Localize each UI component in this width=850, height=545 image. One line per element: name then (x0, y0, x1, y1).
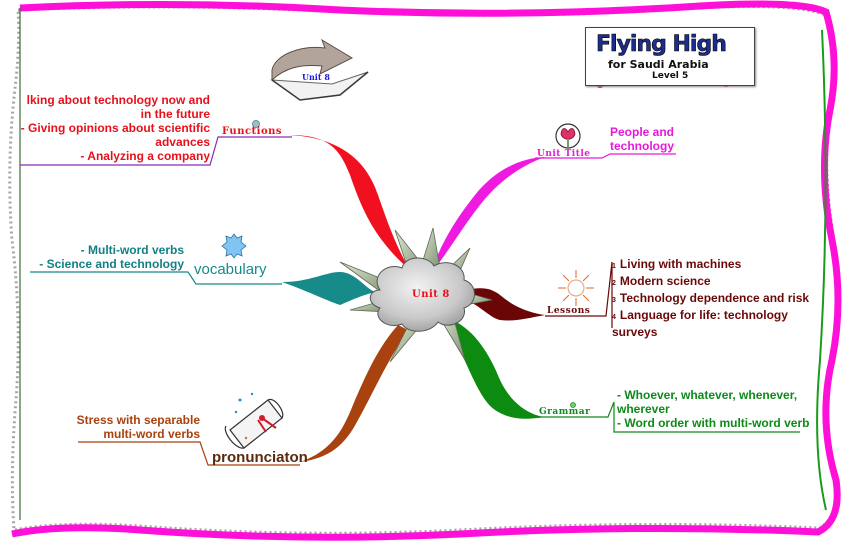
pronunciation-item: multi-word verbs (103, 427, 200, 441)
lessons-branch-ribbon (462, 288, 545, 321)
center-label: Unit 8 (412, 289, 450, 300)
unit-title-items: People and technology (610, 125, 730, 153)
unit-title-label: Unit Title (537, 149, 591, 159)
vocabulary-label: vocabulary (194, 261, 267, 278)
logo-title: Flying High (596, 32, 727, 58)
functions-item: advances (155, 135, 210, 149)
vocabulary-underline (30, 271, 282, 285)
grammar-dot-icon (570, 402, 576, 408)
vocabulary-items: - Multi-word verbs - Science and technol… (20, 243, 184, 271)
unit-title-flower-icon (555, 123, 581, 149)
vocabulary-item: - Multi-word verbs (80, 243, 184, 257)
grammar-branch-ribbon (452, 320, 545, 419)
unit-title-branch-ribbon (430, 157, 545, 275)
functions-underline (20, 136, 292, 166)
unit-title-item: technology (610, 139, 675, 153)
pronunciation-branch-ribbon (300, 325, 408, 462)
grammar-label: Grammar (539, 407, 591, 417)
grammar-items: - Whoever, whatever, whenever, wherever … (617, 388, 809, 430)
functions-item: lking about technology now and (26, 93, 210, 107)
unit-header-icon (270, 38, 369, 101)
lesson-item: surveys (612, 325, 658, 339)
grammar-item: wherever (617, 402, 670, 416)
right-edge-line (816, 29, 827, 511)
functions-item: - Giving opinions about scientific (20, 121, 210, 135)
unit-title-underline (535, 153, 676, 159)
unit-title-item: People and (610, 125, 675, 139)
functions-branch-ribbon (290, 135, 410, 270)
flying-high-logo: Flying High for Saudi Arabia Level 5 (585, 27, 755, 86)
pronunciation-scroll-icon (224, 392, 284, 449)
functions-label: Functions (222, 126, 283, 137)
pronunciation-label: pronunciaton (212, 449, 308, 466)
grammar-item: - Word order with multi-word verbs (617, 416, 809, 430)
lessons-underline (545, 261, 613, 328)
grammar-item: - Whoever, whatever, whenever, (617, 388, 798, 402)
lessons-label: Lessons (547, 306, 591, 316)
unit-header-label: Unit 8 (302, 72, 330, 82)
vocabulary-item: - Science and technology (39, 257, 184, 271)
functions-item: - Analyzing a company (80, 149, 210, 163)
page-frame (11, 0, 842, 541)
center-burst-icon (339, 227, 493, 363)
pronunciation-underline (78, 441, 300, 466)
functions-dot-icon (252, 120, 260, 128)
logo-subtitle: for Saudi Arabia (608, 58, 709, 71)
functions-item: in the future (140, 107, 210, 121)
pronunciation-item: Stress with separable (76, 413, 200, 427)
logo-level: Level 5 (652, 71, 689, 81)
vocabulary-branch-ribbon (282, 272, 375, 305)
pronunciation-items: Stress with separable multi-word verbs (60, 413, 200, 441)
lessons-burst-icon (558, 270, 594, 306)
grammar-underline (538, 401, 800, 433)
functions-items: lking about technology now and in the fu… (20, 93, 210, 163)
vocabulary-star-icon (221, 233, 247, 259)
